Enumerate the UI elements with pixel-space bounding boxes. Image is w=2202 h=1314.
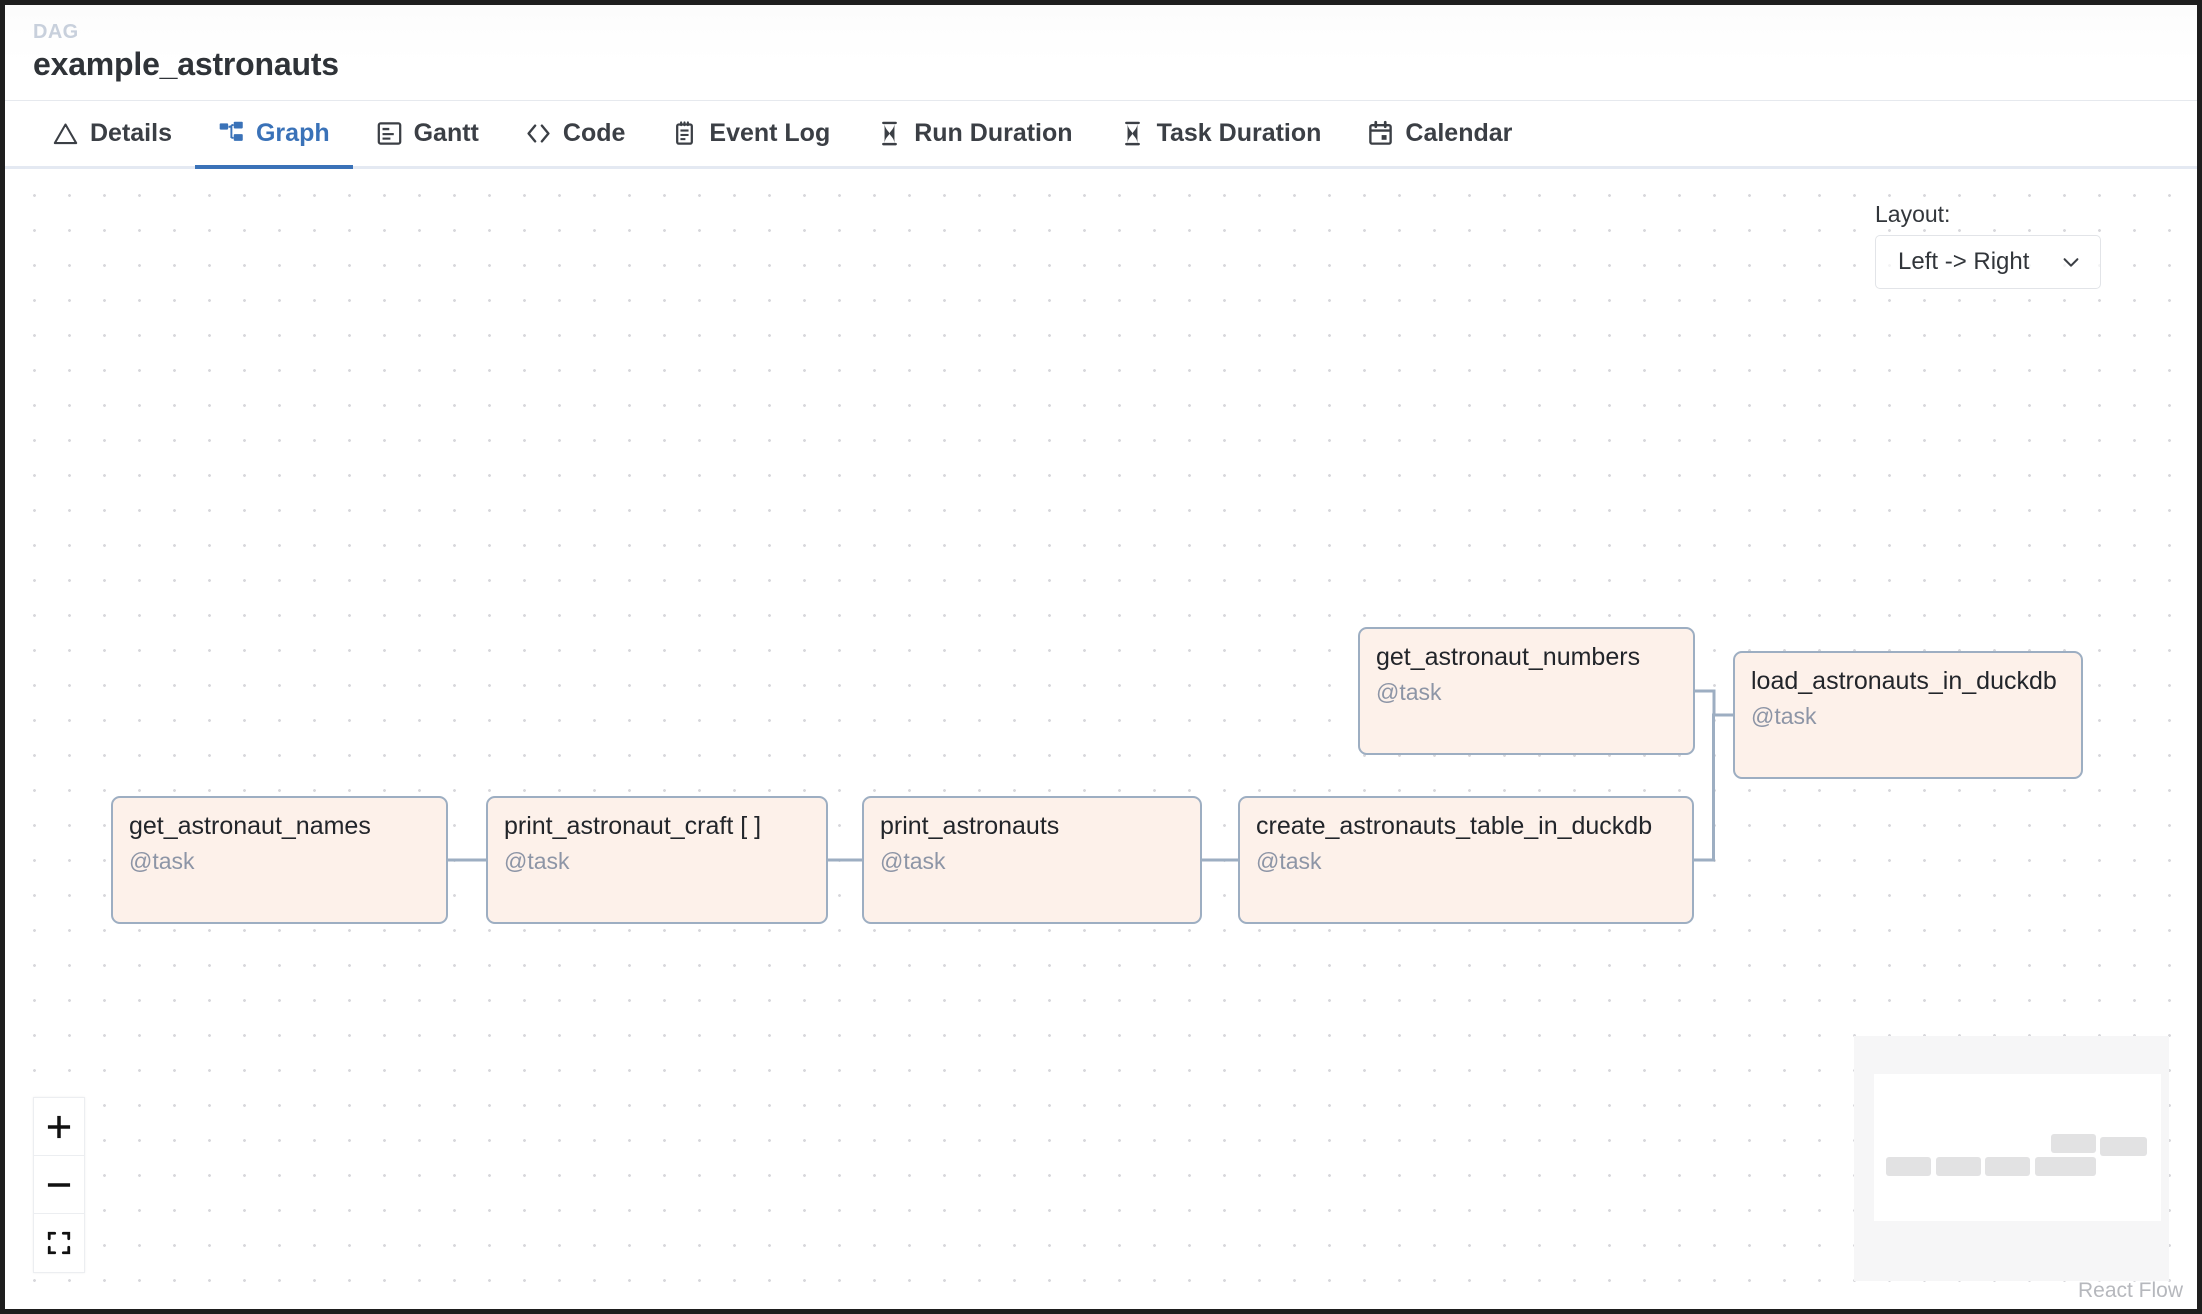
node-subtitle: @task <box>129 847 195 874</box>
graph-node-get-astronaut-names[interactable]: get_astronaut_names @task <box>111 795 448 924</box>
graph-canvas[interactable]: Layout: Left -> Right get_astronaut_name… <box>5 168 2197 1309</box>
react-flow-attribution: React Flow <box>2077 1279 2183 1302</box>
minimap-node <box>2100 1137 2147 1156</box>
hourglass-icon <box>1119 120 1146 147</box>
tab-details[interactable]: Details <box>29 101 195 166</box>
zoom-out-button[interactable] <box>34 1156 84 1214</box>
layout-select[interactable]: Left -> Right <box>1875 235 2101 290</box>
node-subtitle: @task <box>504 847 570 874</box>
tab-gantt[interactable]: Gantt <box>353 101 502 166</box>
tab-label: Calendar <box>1405 118 1513 147</box>
tab-label: Event Log <box>709 118 831 147</box>
node-subtitle: @task <box>880 847 946 874</box>
tab-bar: Details Graph Gantt Code Event Log Run Durati… <box>5 100 2197 169</box>
node-subtitle: @task <box>1376 678 1442 705</box>
breadcrumb-dag-label: DAG <box>33 21 79 43</box>
layout-label: Layout: <box>1875 200 1951 227</box>
hourglass-icon <box>876 120 903 147</box>
node-title: get_astronaut_names <box>129 811 371 840</box>
layout-panel: Layout: Left -> Right <box>1875 201 2101 290</box>
gantt-chart-icon <box>376 120 403 147</box>
page-header: DAG example_astronauts <box>5 5 2197 101</box>
graph-node-load-astronauts-in-duckdb[interactable]: load_astronauts_in_duckdb @task <box>1733 650 2083 779</box>
tab-label: Code <box>562 118 626 147</box>
zoom-in-button[interactable] <box>34 1098 84 1156</box>
node-subtitle: @task <box>1751 702 1817 729</box>
tab-label: Details <box>90 118 172 147</box>
graph-edge <box>1694 713 1733 862</box>
minimap-node <box>1886 1157 1931 1176</box>
tab-label: Run Duration <box>914 118 1073 147</box>
node-title: get_astronaut_numbers <box>1376 642 1641 671</box>
angle-brackets-icon <box>525 120 552 147</box>
chevron-down-icon <box>2060 251 2082 273</box>
graph-node-get-astronaut-numbers[interactable]: get_astronaut_numbers @task <box>1358 626 1695 755</box>
tab-calendar[interactable]: Calendar <box>1344 101 1535 166</box>
tab-task-duration[interactable]: Task Duration <box>1096 101 1345 166</box>
minimap[interactable] <box>1854 1036 2169 1281</box>
graph-node-create-astronauts-table-in-duckdb[interactable]: create_astronauts_table_in_duckdb @task <box>1238 795 1694 924</box>
minimap-node <box>1985 1157 2030 1176</box>
tab-label: Graph <box>255 118 330 147</box>
fit-view-button[interactable] <box>34 1214 84 1272</box>
page-title: example_astronauts <box>33 46 339 82</box>
list-document-icon <box>671 120 698 147</box>
graph-edge <box>1695 689 1733 717</box>
calendar-icon <box>1367 120 1394 147</box>
tab-code[interactable]: Code <box>502 101 649 166</box>
graph-node-print-astronauts[interactable]: print_astronauts @task <box>862 795 1202 924</box>
warning-triangle-icon <box>52 120 79 147</box>
minimap-node <box>1936 1157 1981 1176</box>
node-title: print_astronauts <box>880 811 1060 840</box>
graph-node-print-astronaut-craft[interactable]: print_astronaut_craft [ ] @task <box>486 795 828 924</box>
node-graph-icon <box>218 120 245 147</box>
tab-label: Gantt <box>413 118 479 147</box>
minimap-node <box>2035 1157 2096 1176</box>
tab-run-duration[interactable]: Run Duration <box>853 101 1095 166</box>
node-subtitle: @task <box>1256 847 1322 874</box>
layout-select-value: Left -> Right <box>1898 248 2030 276</box>
zoom-controls <box>33 1097 85 1273</box>
node-title: print_astronaut_craft [ ] <box>504 811 762 840</box>
minimap-node <box>2051 1134 2096 1153</box>
tab-label: Task Duration <box>1156 118 1322 147</box>
tab-event-log[interactable]: Event Log <box>648 101 853 166</box>
tab-graph[interactable]: Graph <box>194 101 353 169</box>
node-title: load_astronauts_in_duckdb <box>1751 666 2057 695</box>
node-title: create_astronauts_table_in_duckdb <box>1256 811 1653 840</box>
